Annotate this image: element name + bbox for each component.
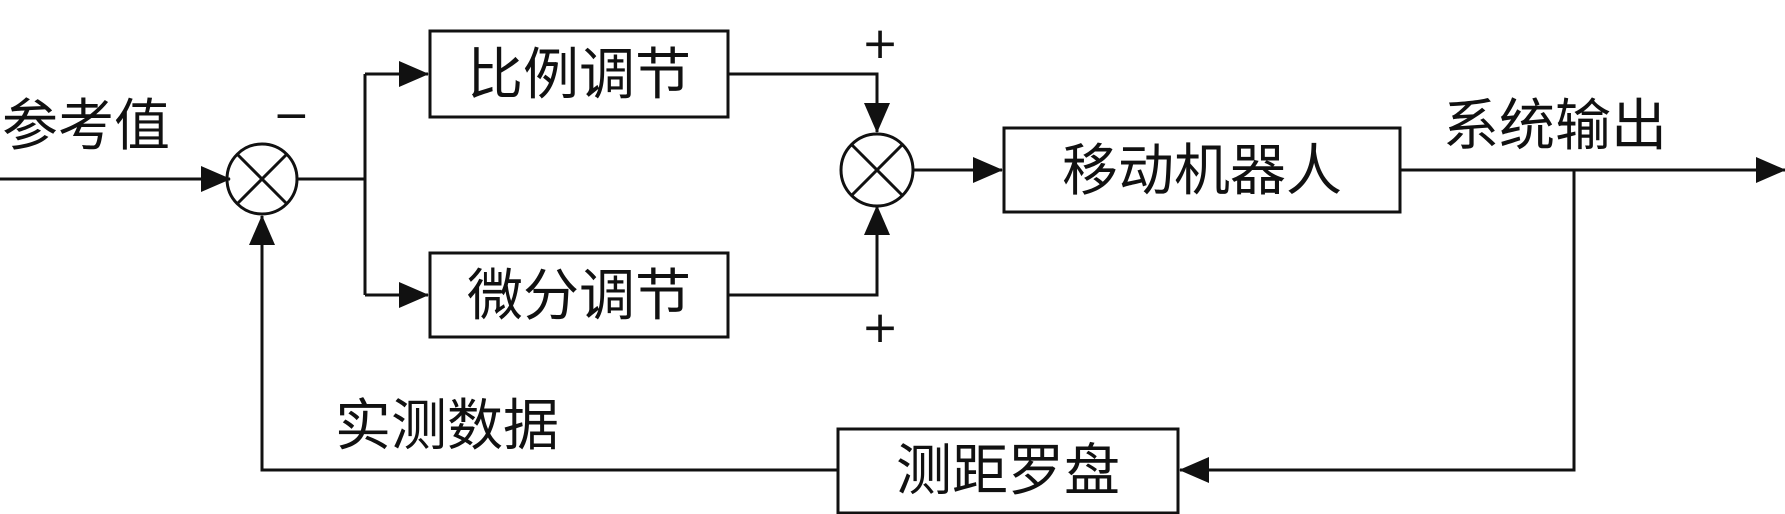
derivative-output-arrow bbox=[728, 205, 890, 297]
proportional-label: 比例调节 bbox=[467, 43, 691, 108]
controller-summing-junction bbox=[839, 132, 915, 208]
plant-label: 移动机器人 bbox=[1062, 139, 1342, 204]
derivative-label: 微分调节 bbox=[467, 264, 691, 329]
proportional-output-arrow bbox=[728, 72, 890, 133]
error-summing-junction bbox=[225, 142, 299, 216]
sum-plus-top-sign: + bbox=[862, 18, 899, 69]
feedback-minus-sign: − bbox=[273, 90, 310, 141]
measured-data-label: 实测数据 bbox=[335, 394, 559, 459]
feedback-to-sensor-arrow bbox=[1179, 170, 1576, 483]
output-label: 系统输出 bbox=[1443, 94, 1667, 159]
sum-plus-bottom-sign: + bbox=[862, 302, 899, 353]
reference-label: 参考值 bbox=[2, 94, 170, 159]
measured-feedback-arrow bbox=[249, 215, 838, 472]
sensor-label: 测距罗盘 bbox=[896, 439, 1120, 504]
